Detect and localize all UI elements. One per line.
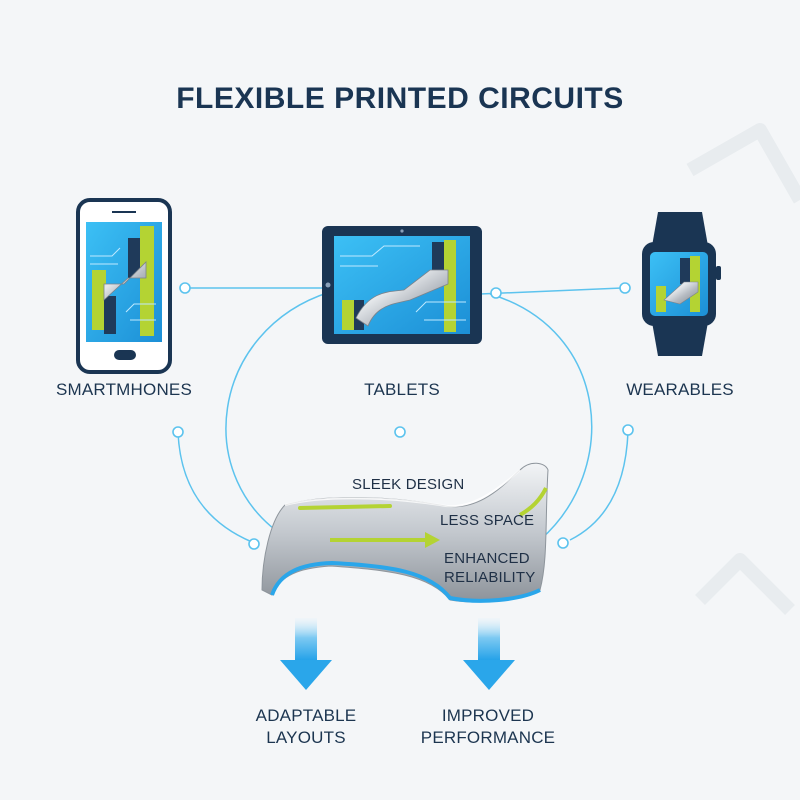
node (172, 426, 184, 438)
node (622, 424, 634, 436)
connector-tablet-watch (479, 287, 623, 295)
benefit-reliability-line2: RELIABILITY (444, 569, 536, 586)
connector-watch-down (569, 431, 629, 541)
tablet-icon (322, 226, 482, 344)
connector-tablet-left-arc (225, 291, 331, 541)
down-arrow-icon (280, 618, 332, 690)
node (557, 537, 569, 549)
connector-lines (177, 287, 629, 543)
page-title: FLEXIBLE PRINTED CIRCUITS (176, 82, 624, 115)
device-label-tablets: TABLETS (364, 380, 440, 399)
connector-tablet-right-arc (489, 293, 593, 541)
node (248, 538, 260, 550)
outcome-adaptable-line2: LAYOUTS (266, 728, 346, 747)
down-arrow-icon (463, 618, 515, 690)
node (490, 287, 502, 299)
background-decoration (686, 123, 800, 615)
outcome-adaptable-line1: ADAPTABLE (255, 706, 357, 725)
node (394, 426, 406, 438)
outcome-improved-line1: IMPROVED (441, 706, 535, 725)
outcome-adaptable-layouts: ADAPTABLE LAYOUTS (216, 705, 396, 749)
benefit-less-space: LESS SPACE (440, 512, 535, 529)
outcome-improved-line2: PERFORMANCE (420, 728, 556, 747)
benefit-enhanced-line1: ENHANCED (444, 550, 530, 567)
node (619, 282, 631, 294)
connector-nodes (172, 282, 634, 550)
benefit-sleek-design: SLEEK DESIGN (352, 476, 465, 493)
connector-phone-down (177, 431, 253, 543)
device-label-wearables: WEARABLES (626, 380, 734, 399)
outcome-improved-performance: IMPROVED PERFORMANCE (398, 705, 578, 749)
device-label-smartphones: SMARTMHONES (55, 380, 192, 399)
smartwatch-icon (642, 212, 721, 356)
smartphone-icon (76, 198, 172, 374)
node (179, 282, 191, 294)
flex-ribbon-icon (261, 462, 549, 603)
